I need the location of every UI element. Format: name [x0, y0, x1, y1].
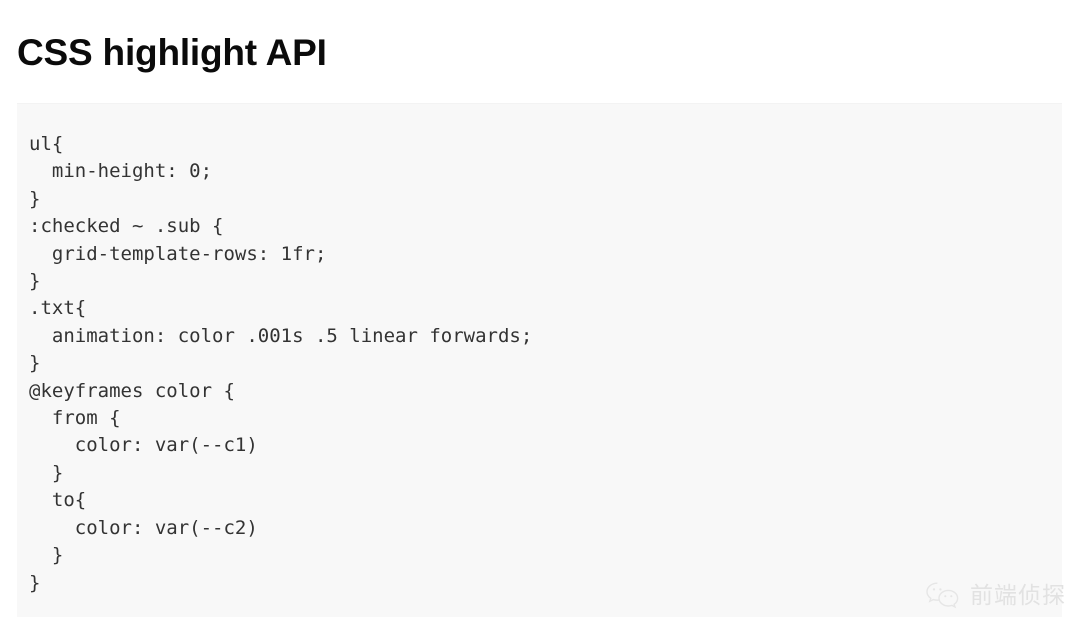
- code-line: }: [29, 270, 41, 293]
- code-line: animation: color .001s .5 linear forward…: [29, 324, 533, 347]
- code-line: }: [29, 187, 41, 210]
- code-line: grid-template-rows: 1fr;: [29, 242, 327, 265]
- code-lines: ul{ min-height: 0;} :checked ~ .sub { gri…: [29, 131, 1062, 597]
- code-line: color: var(--c2): [29, 516, 258, 539]
- code-line: to{: [29, 489, 87, 512]
- code-content: ul{ min-height: 0;} :checked ~ .sub { gri…: [17, 104, 1062, 597]
- code-line: }: [29, 544, 64, 567]
- code-line: }: [29, 352, 41, 375]
- code-line: color: var(--c1): [29, 434, 258, 457]
- code-line: from {: [29, 407, 121, 430]
- code-line: .txt{: [29, 297, 87, 320]
- code-block: ul{ min-height: 0;} :checked ~ .sub { gri…: [17, 103, 1062, 617]
- code-line: }: [29, 571, 41, 594]
- code-line: }: [29, 461, 64, 484]
- code-line: @keyframes color {: [29, 379, 235, 402]
- code-line: min-height: 0;: [29, 160, 213, 183]
- page-title: CSS highlight API: [17, 32, 327, 73]
- code-line: ul{: [29, 133, 64, 155]
- code-line: :checked ~ .sub {: [29, 215, 224, 238]
